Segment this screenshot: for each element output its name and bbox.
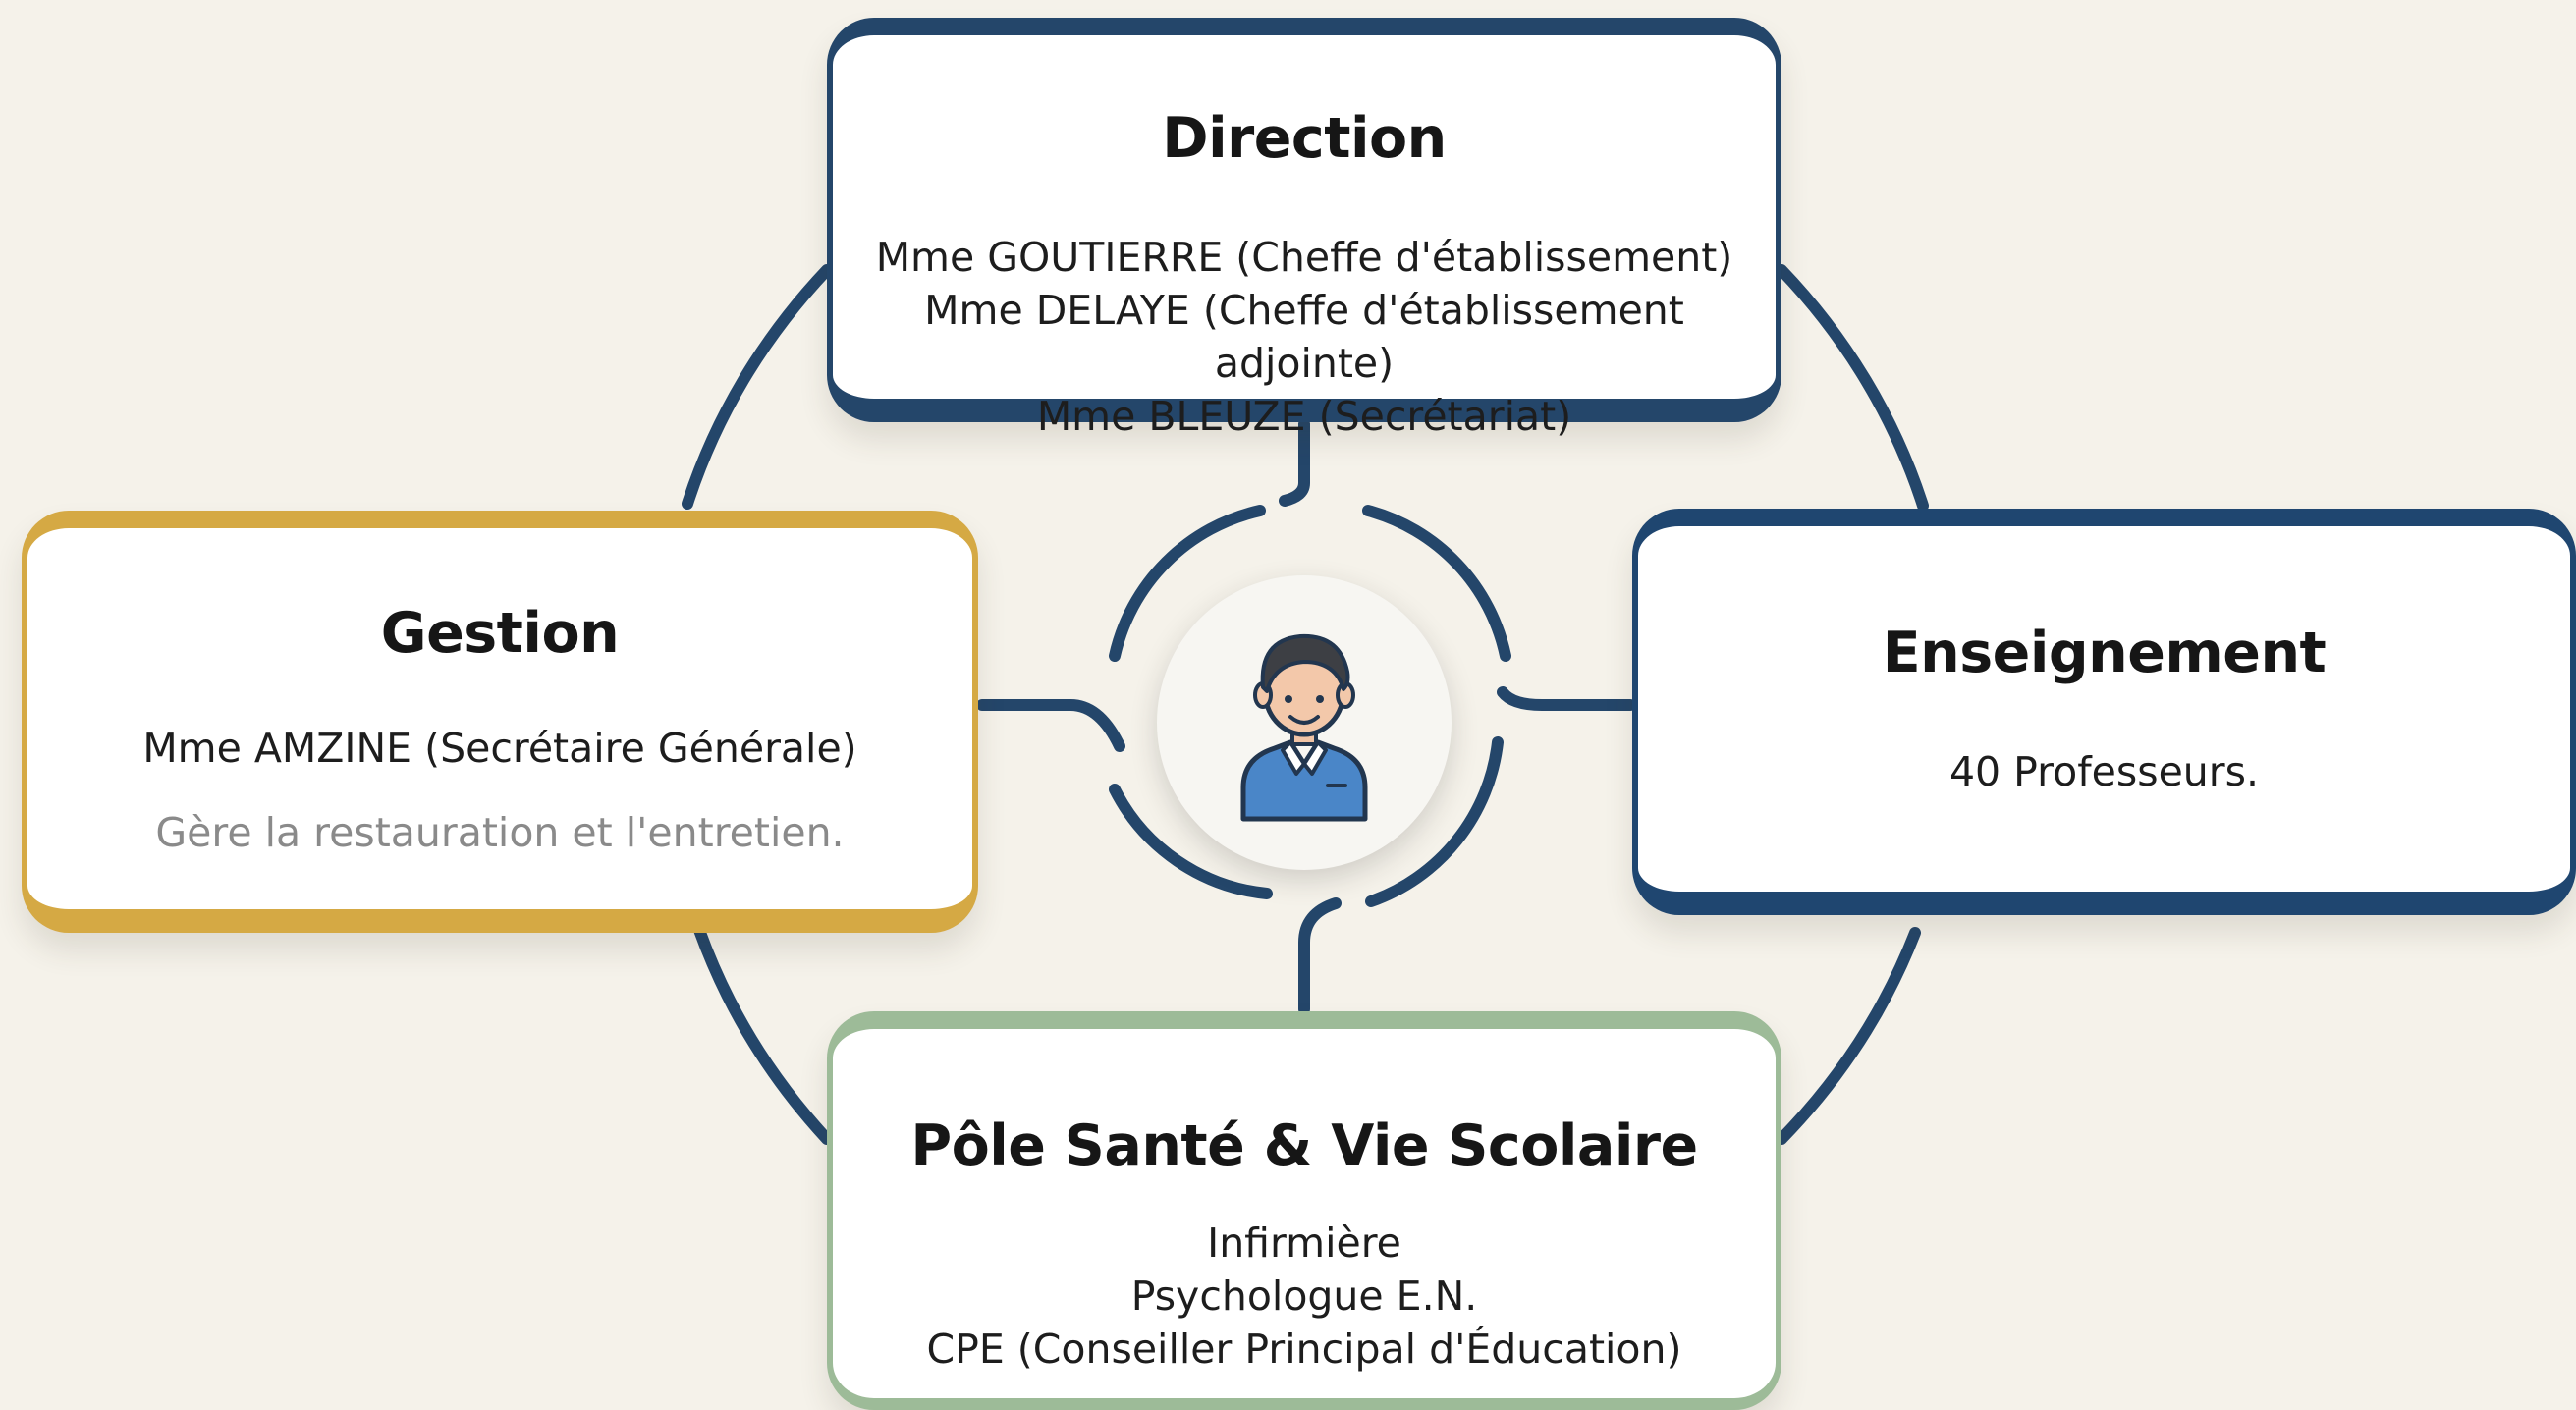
direction-title: Direction xyxy=(1162,106,1447,171)
ring-arc-bottom-right xyxy=(1776,927,1921,1145)
gestion-line: Mme AMZINE (Secrétaire Générale) xyxy=(142,724,857,772)
enseignement-title: Enseignement xyxy=(1882,621,2327,685)
enseignement-card: Enseignement 40 Professeurs. xyxy=(1632,509,2576,915)
ring-arc-bottom-left xyxy=(693,924,833,1145)
inner-arc-bottom-right xyxy=(1365,736,1504,907)
inner-arc-top-right xyxy=(1362,505,1511,662)
spoke-top xyxy=(1279,418,1310,507)
sante-line: Infirmière xyxy=(1207,1219,1401,1267)
sante-card: Pôle Santé & Vie Scolaire Infirmière Psy… xyxy=(827,1011,1781,1410)
enseignement-line: 40 Professeurs. xyxy=(1948,747,2260,795)
direction-card: Direction Mme GOUTIERRE (Cheffe d'établi… xyxy=(827,18,1781,440)
sante-line: Psychologue E.N. xyxy=(1130,1272,1478,1320)
ring-arc-top-right xyxy=(1776,264,1929,512)
gestion-card: Gestion Mme AMZINE (Secrétaire Générale)… xyxy=(22,511,978,933)
inner-arc-bottom-left xyxy=(1109,784,1273,899)
person-icon xyxy=(1240,633,1368,822)
spoke-left xyxy=(976,699,1125,752)
sante-line: CPE (Conseiller Principal d'Éducation) xyxy=(926,1325,1682,1373)
spoke-right xyxy=(1497,686,1636,711)
direction-line: Mme DELAYE (Cheffe d'établissement adjoi… xyxy=(924,286,1684,387)
direction-line: Mme BLEUZE (Secrétariat) xyxy=(1036,392,1572,440)
gestion-title: Gestion xyxy=(380,601,620,666)
ring-arc-top-left xyxy=(682,264,833,510)
direction-line: Mme GOUTIERRE (Cheffe d'établissement) xyxy=(875,233,1733,281)
gestion-note: Gère la restauration et l'entretien. xyxy=(155,808,845,856)
center-circle xyxy=(1157,575,1452,870)
spoke-bottom xyxy=(1298,897,1342,1015)
inner-arc-top-left xyxy=(1109,505,1266,662)
sante-title: Pôle Santé & Vie Scolaire xyxy=(910,1113,1698,1178)
